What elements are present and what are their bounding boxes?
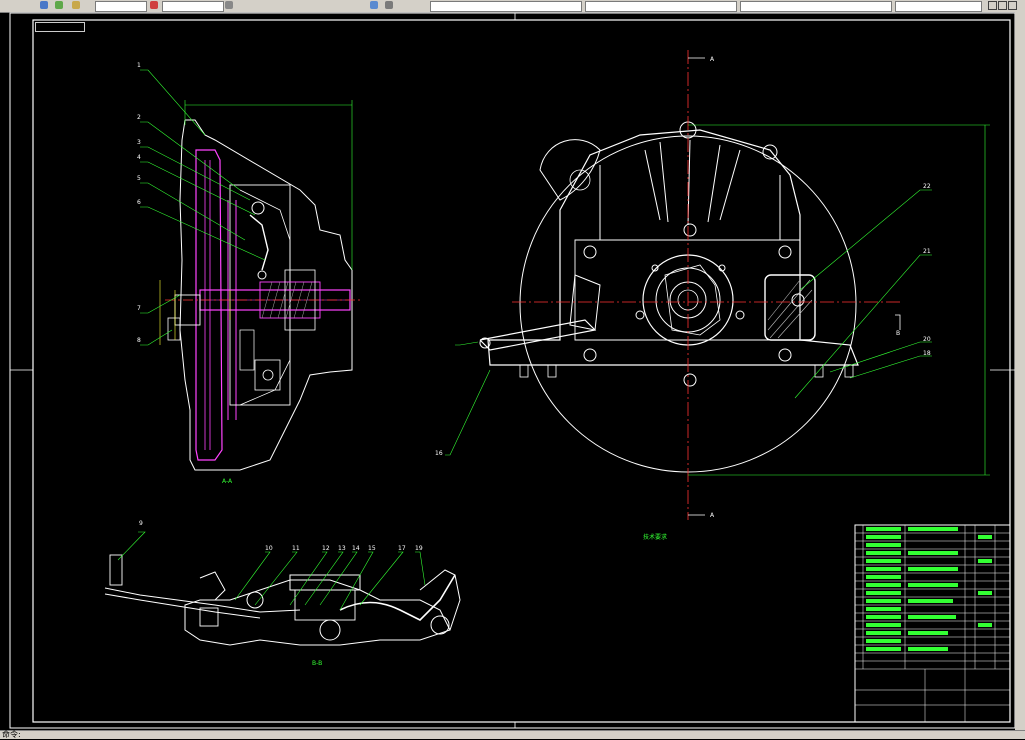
color-field[interactable] [430, 1, 582, 12]
toolbar [0, 0, 1025, 13]
layer-icon[interactable] [40, 1, 48, 9]
vertical-scrollbar[interactable] [1015, 12, 1025, 730]
balloon-11: 11 [292, 545, 300, 552]
dropdown-icon[interactable] [225, 1, 233, 9]
balloon-17: 17 [398, 545, 406, 552]
section-label-b: B-B [312, 660, 323, 667]
front-view [445, 50, 990, 520]
balloon-12: 12 [322, 545, 330, 552]
match-layer-icon[interactable] [370, 1, 378, 9]
close-button[interactable] [1008, 1, 1017, 10]
sun-icon[interactable] [150, 1, 158, 9]
section-view-a [140, 69, 360, 471]
balloon-7: 7 [137, 305, 141, 312]
balloon-22: 22 [923, 183, 931, 190]
balloon-20: 20 [923, 336, 931, 343]
title-block [854, 524, 1011, 723]
balloon-13: 13 [338, 545, 346, 552]
section-mark-right: B [896, 330, 901, 337]
command-prompt: 命令: [2, 730, 21, 739]
outer-border [9, 12, 1015, 729]
plotstyle-field[interactable] [895, 1, 982, 12]
balloon-8: 8 [137, 337, 141, 344]
balloon-9: 9 [139, 520, 143, 527]
technical-notes: 技术要求 [600, 534, 710, 541]
balloon-10: 10 [265, 545, 273, 552]
balloon-21: 21 [923, 248, 931, 255]
inner-border [32, 19, 1011, 723]
linetype-field[interactable] [585, 1, 737, 12]
section-mark-bottom: A [710, 512, 715, 519]
balloon-19: 19 [415, 545, 423, 552]
notes-title: 技术要求 [642, 534, 667, 541]
balloon-5: 5 [137, 175, 141, 182]
lineweight-field[interactable] [740, 1, 892, 12]
layer-state-icon[interactable] [55, 1, 63, 9]
drawing-canvas[interactable] [0, 12, 1015, 730]
balloon-15: 15 [368, 545, 376, 552]
layer-field[interactable] [95, 1, 147, 12]
color-icon[interactable] [72, 1, 80, 9]
view-tag [35, 22, 85, 32]
balloon-14: 14 [352, 545, 360, 552]
layer-name-field[interactable] [162, 1, 224, 12]
balloon-1: 1 [137, 62, 141, 69]
command-line[interactable]: 命令: [0, 730, 1025, 739]
balloon-18: 18 [923, 350, 931, 357]
balloon-2: 2 [137, 114, 141, 121]
minimize-button[interactable] [988, 1, 997, 10]
balloon-4: 4 [137, 154, 141, 161]
section-mark-top: A [710, 56, 715, 63]
section-label-a: A-A [222, 478, 233, 485]
section-view-b [104, 531, 461, 646]
previous-layer-icon[interactable] [385, 1, 393, 9]
balloon-16: 16 [435, 450, 443, 457]
maximize-button[interactable] [998, 1, 1007, 10]
balloon-6: 6 [137, 199, 141, 206]
balloon-3: 3 [137, 139, 141, 146]
